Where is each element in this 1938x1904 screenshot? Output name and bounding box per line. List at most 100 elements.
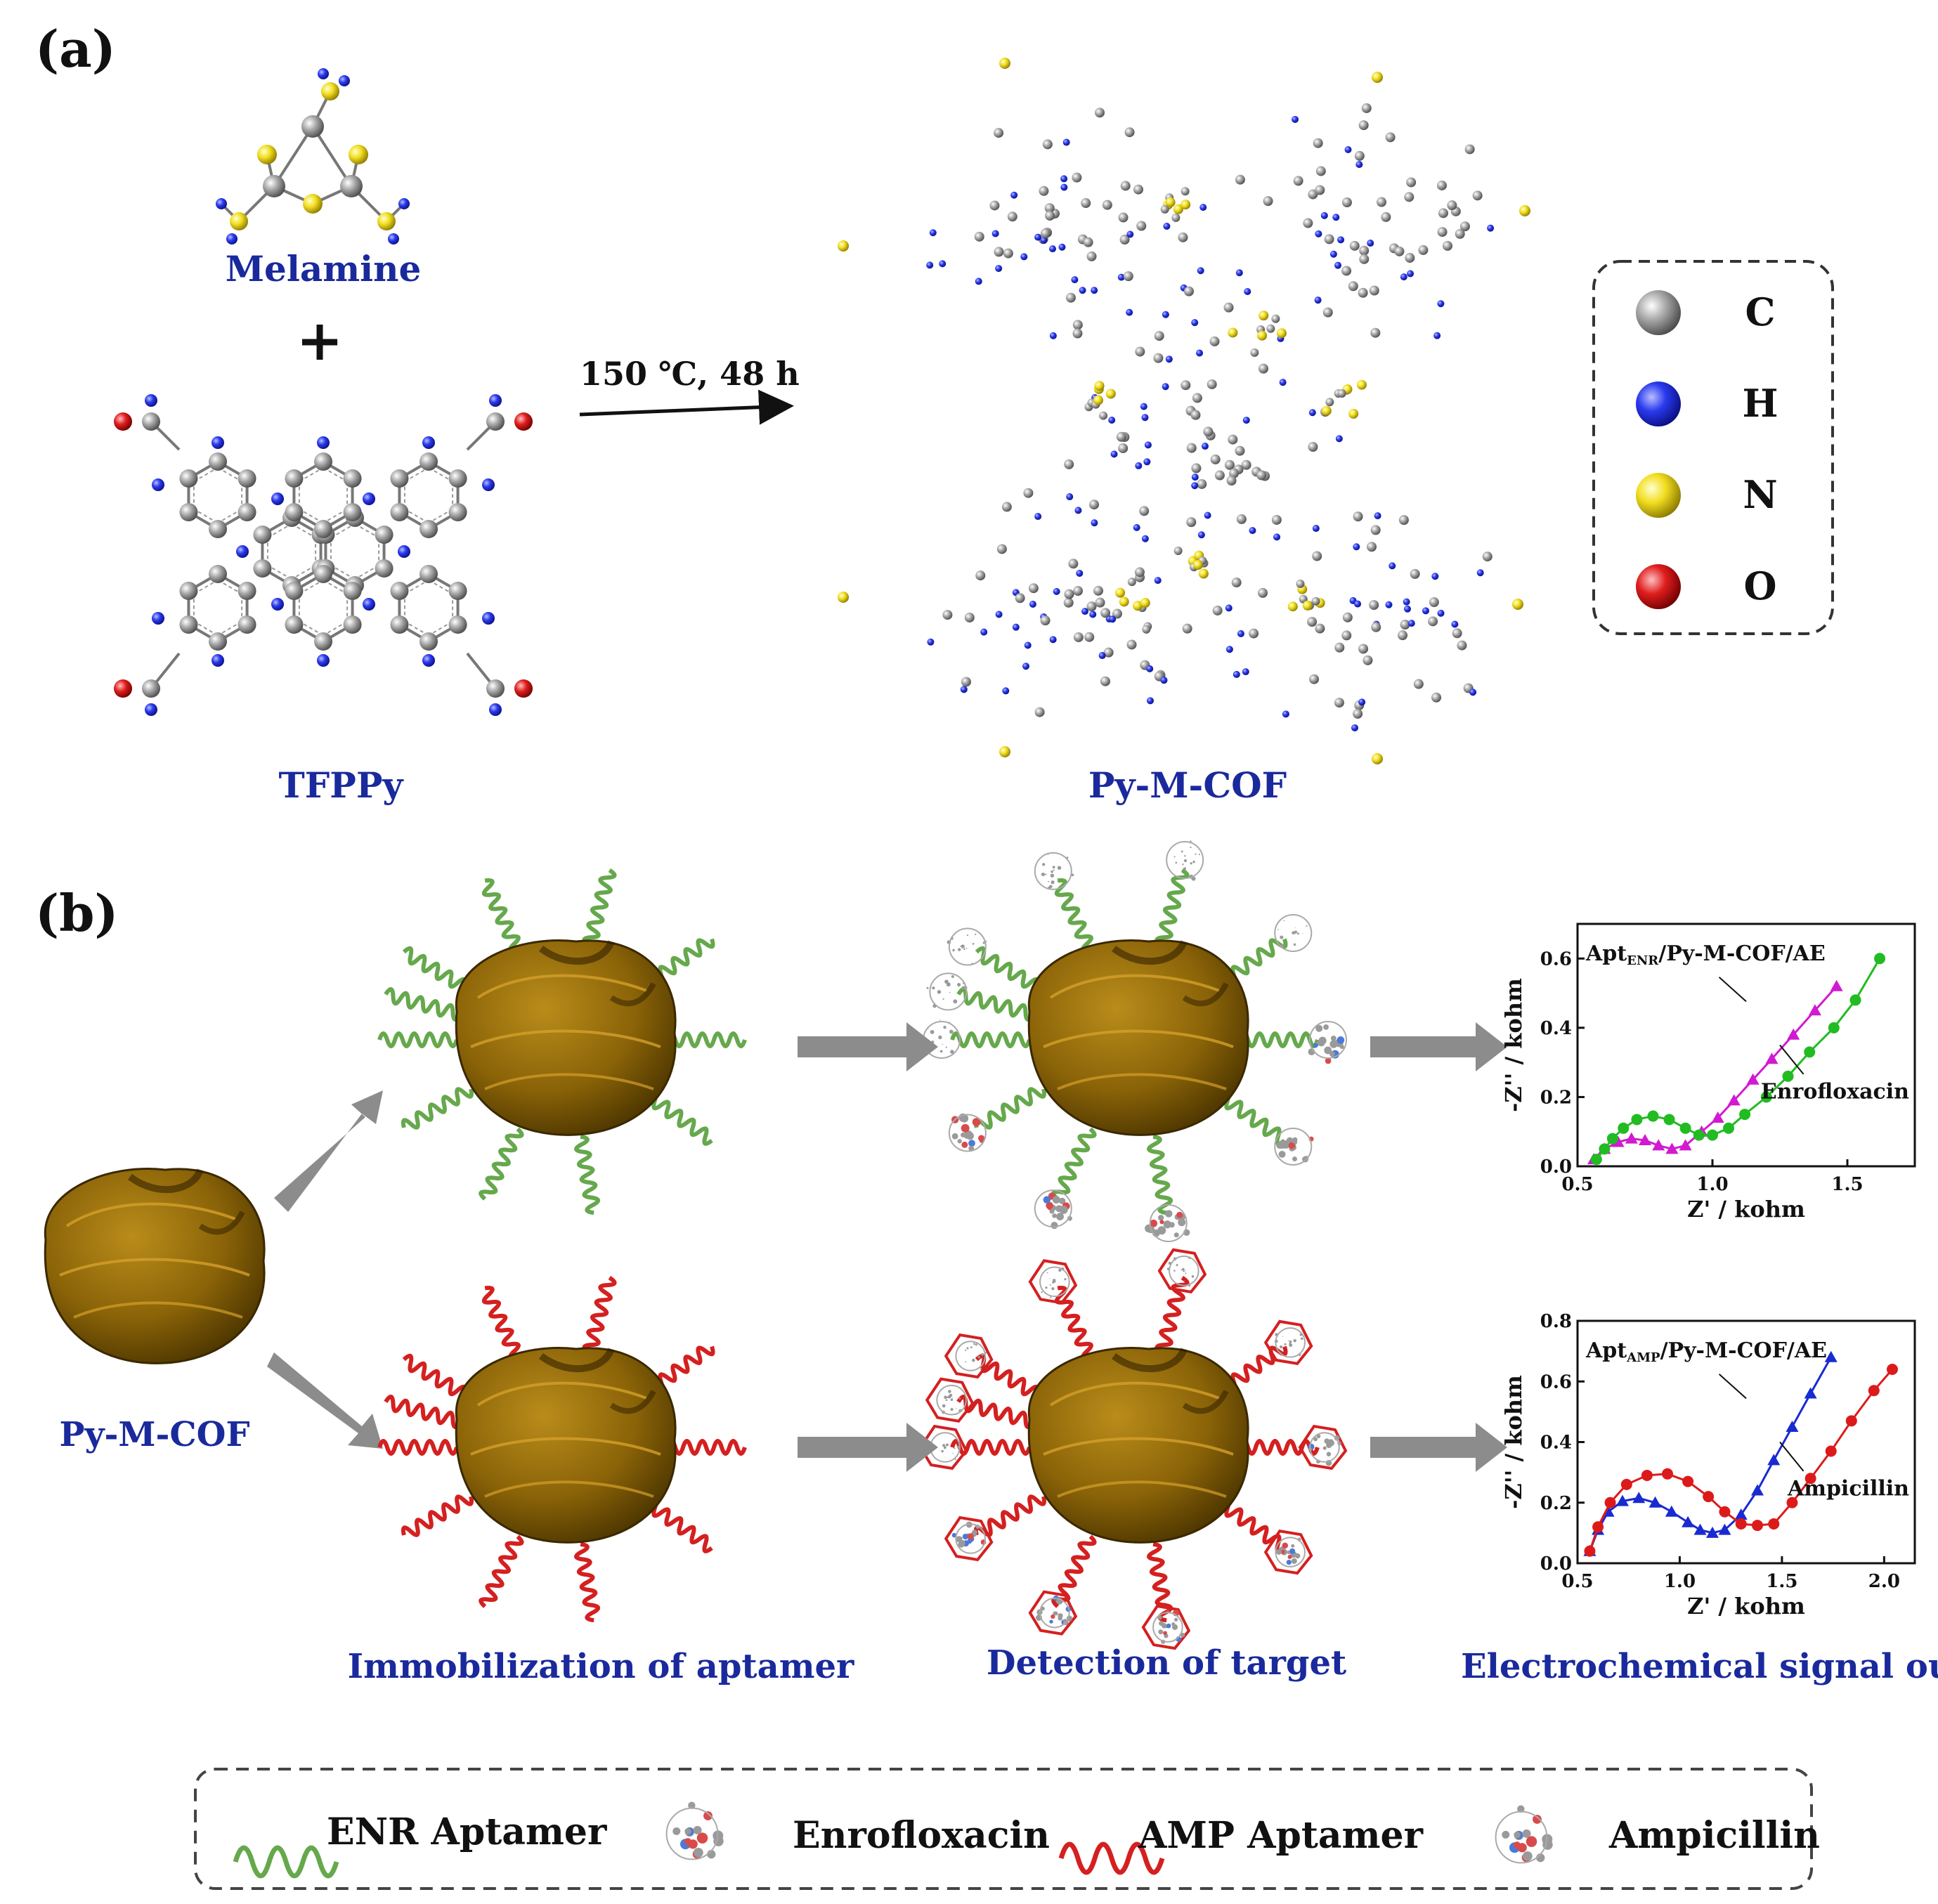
- data-point: [1682, 1515, 1695, 1527]
- data-point: [1703, 1491, 1715, 1503]
- data-point: [1711, 1111, 1724, 1123]
- data-point: [1874, 953, 1886, 965]
- data-point: [1663, 1114, 1675, 1126]
- data-point: [1604, 1497, 1616, 1508]
- reaction-arrow: [579, 389, 794, 425]
- data-point: [1584, 1545, 1596, 1557]
- y-tick-label: 0.6: [1540, 1371, 1572, 1393]
- data-point: [1632, 1492, 1646, 1504]
- data-point: [1786, 1497, 1798, 1508]
- tfppy-label: TFPPy: [279, 764, 405, 806]
- data-point: [1824, 1350, 1838, 1362]
- element-c-sphere: [1636, 290, 1681, 335]
- legend-ampicillin: Ampicillin: [1495, 1805, 1820, 1864]
- data-point: [1665, 1142, 1679, 1154]
- data-point: [1868, 1385, 1880, 1397]
- legend-enrofloxacin: Enrofloxacin: [665, 1801, 1050, 1860]
- data-point: [1746, 1073, 1760, 1085]
- step-immobilization-label: Immobilization of aptamer: [348, 1647, 854, 1686]
- data-point: [1647, 1110, 1659, 1122]
- element-n-symbol: N: [1743, 472, 1777, 517]
- data-point: [1706, 1526, 1719, 1538]
- data-point: [1590, 1154, 1602, 1166]
- cof-with-enr-target: [923, 840, 1347, 1242]
- y-tick-label: 0.2: [1540, 1087, 1572, 1108]
- data-point: [1767, 1454, 1781, 1466]
- data-point: [1735, 1518, 1747, 1530]
- tfppy-molecule: [114, 394, 533, 716]
- data-point: [1719, 1506, 1731, 1518]
- legend-ampicillin-label: Ampicillin: [1608, 1814, 1820, 1857]
- arrow-up-diagonal: [274, 1090, 383, 1212]
- species-legend-box: [194, 1768, 1813, 1890]
- data-point: [1804, 1046, 1816, 1058]
- reaction-condition: 150 ℃, 48 h: [580, 355, 800, 393]
- y-tick-label: 0.0: [1540, 1553, 1572, 1574]
- cof-with-amp-aptamer: [377, 1275, 747, 1623]
- data-point: [1679, 1122, 1691, 1134]
- annotation-aptamer: AptENR/Py-M-COF/AE: [1585, 941, 1826, 968]
- legend-red-wave: [1058, 1841, 1165, 1875]
- data-point: [1739, 1109, 1751, 1121]
- data-point: [1631, 1114, 1643, 1126]
- data-point: [1639, 1134, 1651, 1146]
- data-point: [1718, 1523, 1731, 1535]
- data-point: [1782, 1070, 1794, 1082]
- x-tick-label: 1.5: [1766, 1571, 1797, 1592]
- data-point: [1611, 1135, 1625, 1147]
- data-point: [1808, 1004, 1821, 1016]
- data-point: [1760, 1091, 1772, 1103]
- legend-amp-aptamer: AMP Aptamer: [1058, 1814, 1424, 1875]
- data-point: [1751, 1484, 1764, 1496]
- data-point: [1599, 1143, 1611, 1155]
- plot-frame: [1576, 922, 1916, 1168]
- y-tick-label: 0.4: [1540, 1433, 1572, 1454]
- data-point: [1693, 1523, 1707, 1535]
- py-m-cof-label: Py-M-COF: [1088, 764, 1287, 806]
- data-point: [1682, 1475, 1694, 1487]
- x-tick-label: 1.0: [1696, 1174, 1728, 1195]
- cof-with-enr-aptamer: [377, 868, 747, 1215]
- annotation-target: Ampicillin: [1787, 1476, 1909, 1501]
- arrow-down-diagonal: [267, 1352, 383, 1449]
- annotation-target: Enrofloxacin: [1761, 1079, 1909, 1104]
- cof-start-label: Py-M-COF: [59, 1415, 249, 1454]
- y-tick-label: 0.0: [1540, 1156, 1572, 1178]
- series-line: [1592, 985, 1838, 1161]
- y-tick-label: 0.6: [1540, 948, 1572, 970]
- data-point: [1723, 1122, 1735, 1134]
- data-point: [1592, 1521, 1604, 1533]
- data-point: [1787, 1028, 1800, 1040]
- element-o-sphere: [1636, 564, 1681, 609]
- x-axis-label: Z' / kohm: [1687, 1593, 1805, 1619]
- step-detection-label: Detection of target: [987, 1643, 1346, 1683]
- legend-enrofloxacin-molecule-icon: [665, 1801, 724, 1860]
- legend-enr-aptamer: ENR Aptamer: [233, 1811, 607, 1879]
- plus-sign: +: [296, 307, 343, 373]
- data-point: [1641, 1469, 1653, 1481]
- data-point: [1786, 1420, 1799, 1432]
- element-legend-box: [1592, 260, 1834, 635]
- data-point: [1845, 1415, 1857, 1427]
- data-point: [1727, 1094, 1741, 1106]
- x-tick-label: 0.5: [1561, 1174, 1593, 1195]
- data-point: [1679, 1139, 1692, 1151]
- legend-enr-aptamer-label: ENR Aptamer: [327, 1811, 607, 1853]
- data-point: [1616, 1494, 1629, 1506]
- annotation-aptamer: AptAMP/Py-M-COF/AE: [1585, 1338, 1827, 1365]
- data-point: [1734, 1508, 1748, 1520]
- data-point: [1662, 1468, 1673, 1480]
- data-point: [1804, 1473, 1816, 1485]
- data-point: [1830, 979, 1843, 991]
- py-m-cof-network: [838, 58, 1530, 764]
- data-point: [1887, 1364, 1898, 1375]
- data-point: [1828, 1022, 1840, 1033]
- y-tick-label: 0.2: [1540, 1493, 1572, 1514]
- panel-b-label: (b): [35, 883, 118, 943]
- element-n-sphere: [1636, 473, 1681, 518]
- data-point: [1618, 1122, 1630, 1134]
- data-point: [1606, 1133, 1618, 1145]
- x-tick-label: 0.5: [1561, 1571, 1593, 1592]
